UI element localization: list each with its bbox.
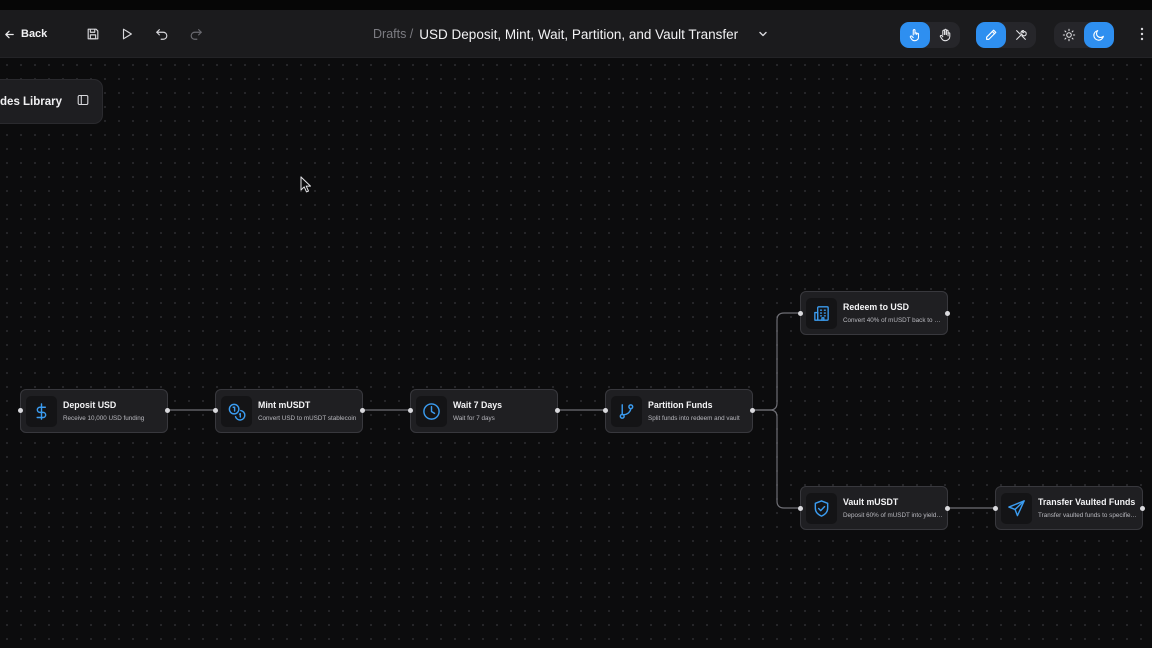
workflow-node-transfer-vaulted-funds[interactable]: Transfer Vaulted Funds Transfer vaulted …: [995, 486, 1143, 530]
back-label: Back: [21, 28, 48, 40]
shield-check-icon: [806, 492, 837, 524]
tools-mode-button[interactable]: [1006, 22, 1036, 48]
output-port[interactable]: [360, 408, 365, 413]
window-top-strip: [0, 0, 1152, 10]
moon-icon: [1093, 30, 1104, 41]
play-icon: [122, 28, 132, 40]
redo-button[interactable]: [185, 23, 207, 45]
more-vertical-icon: [1140, 27, 1144, 41]
send-icon: [1001, 492, 1032, 524]
node-title: Vault mUSDT: [843, 497, 899, 507]
workflow-title[interactable]: USD Deposit, Mint, Wait, Partition, and …: [419, 26, 739, 42]
tools-icon: [1016, 30, 1027, 40]
interaction-mode-toggle: [900, 22, 960, 48]
pencil-icon: [986, 29, 997, 40]
node-title: Mint mUSDT: [258, 400, 311, 410]
node-title: Partition Funds: [648, 400, 713, 410]
workflow-node-redeem-to-usd[interactable]: Redeem to USD Convert 40% of mUSDT back …: [800, 291, 948, 335]
save-icon: [87, 28, 99, 40]
workflow-node-deposit-usd[interactable]: Deposit USD Receive 10,000 USD funding: [20, 389, 168, 433]
chevron-down-icon: [759, 31, 767, 37]
bank-icon: [806, 297, 837, 329]
pointer-mode-button[interactable]: [900, 22, 930, 48]
node-title: Deposit USD: [63, 400, 117, 410]
edit-mode-button[interactable]: [976, 22, 1006, 48]
input-port[interactable]: [798, 311, 803, 316]
input-port[interactable]: [18, 408, 23, 413]
node-description: Convert 40% of mUSDT back to USD: [843, 317, 943, 324]
node-description: Transfer vaulted funds to specified wall…: [1038, 512, 1138, 519]
workflow-title-area: Drafts / USD Deposit, Mint, Wait, Partit…: [373, 25, 774, 43]
pan-mode-button[interactable]: [930, 22, 960, 48]
node-title: Wait 7 Days: [453, 400, 503, 410]
top-toolbar: Back Drafts / USD Deposit, Mint, Wait, P…: [0, 10, 1152, 58]
workflow-node-mint-musdt[interactable]: Mint mUSDT Convert USD to mUSDT stableco…: [215, 389, 363, 433]
output-port[interactable]: [750, 408, 755, 413]
input-port[interactable]: [408, 408, 413, 413]
node-description: Receive 10,000 USD funding: [63, 415, 145, 422]
workflow-node-wait-7-days[interactable]: Wait 7 Days Wait for 7 days: [410, 389, 558, 433]
node-description: Wait for 7 days: [453, 415, 495, 422]
arrow-left-icon: [5, 30, 14, 38]
breadcrumb[interactable]: Drafts /: [373, 27, 414, 41]
node-title: Redeem to USD: [843, 302, 909, 312]
workflow-node-partition-funds[interactable]: Partition Funds Split funds into redeem …: [605, 389, 753, 433]
back-button[interactable]: Back: [4, 26, 47, 42]
node-description: Split funds into redeem and vault: [648, 415, 740, 422]
save-button[interactable]: [82, 23, 104, 45]
clock-icon: [416, 395, 447, 427]
coins-icon: [221, 395, 252, 427]
grab-hand-icon: [939, 28, 951, 42]
title-dropdown-button[interactable]: [752, 25, 774, 43]
node-title: Transfer Vaulted Funds: [1038, 497, 1136, 507]
output-port[interactable]: [555, 408, 560, 413]
git-branch-icon: [611, 395, 642, 427]
input-port[interactable]: [213, 408, 218, 413]
more-options-button[interactable]: [1135, 24, 1149, 44]
input-port[interactable]: [798, 506, 803, 511]
workflow-node-vault-musdt[interactable]: Vault mUSDT Deposit 60% of mUSDT into yi…: [800, 486, 948, 530]
dollar-icon: [26, 395, 57, 427]
nodes-library-button[interactable]: odes Library: [0, 79, 103, 124]
dark-theme-button[interactable]: [1084, 22, 1114, 48]
input-port[interactable]: [603, 408, 608, 413]
output-port[interactable]: [165, 408, 170, 413]
pointer-hand-icon: [909, 29, 920, 42]
nodes-library-label: odes Library: [0, 95, 63, 108]
output-port[interactable]: [1140, 506, 1145, 511]
node-description: Deposit 60% of mUSDT into yield vault: [843, 512, 943, 519]
output-port[interactable]: [945, 506, 950, 511]
theme-toggle: [1054, 22, 1114, 48]
redo-icon: [190, 29, 202, 40]
light-theme-button[interactable]: [1054, 22, 1084, 48]
sun-icon: [1062, 28, 1076, 42]
run-button[interactable]: [116, 23, 138, 45]
input-port[interactable]: [993, 506, 998, 511]
mouse-cursor-icon: [300, 176, 311, 193]
node-description: Convert USD to mUSDT stablecoin: [258, 415, 357, 422]
output-port[interactable]: [945, 311, 950, 316]
edit-mode-toggle: [976, 22, 1036, 48]
sidebar-panel-icon: [77, 93, 89, 111]
workflow-canvas[interactable]: [0, 58, 1152, 648]
undo-icon: [156, 29, 168, 40]
undo-button[interactable]: [151, 23, 173, 45]
